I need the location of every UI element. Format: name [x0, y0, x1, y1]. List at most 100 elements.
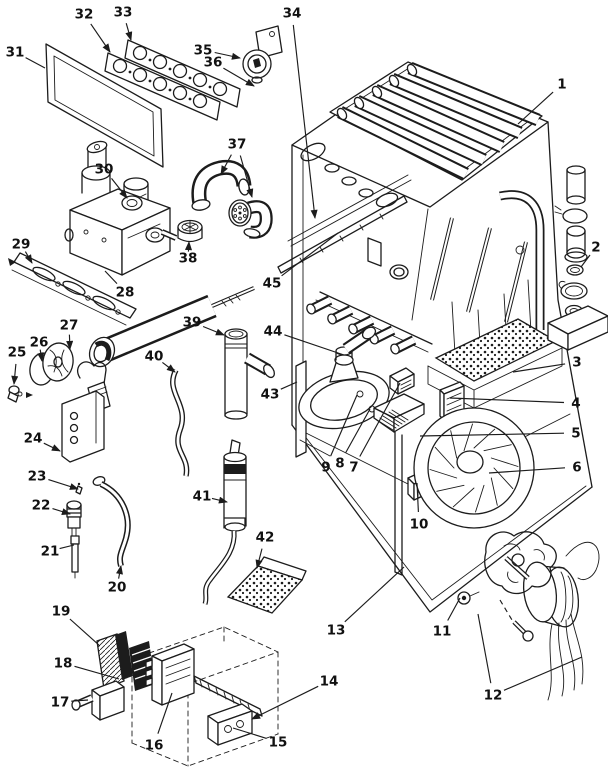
callout-number-22: 22	[32, 498, 51, 514]
callout-number-1: 1	[557, 77, 566, 93]
callout-number-26: 26	[30, 335, 49, 351]
callout-number-28: 28	[116, 285, 135, 301]
callout-number-15: 15	[269, 735, 288, 751]
callout-number-23: 23	[28, 469, 47, 485]
callout-number-7: 7	[349, 460, 358, 476]
leader-line-24	[43, 442, 61, 452]
electrode-21	[70, 535, 80, 579]
leader-line-7	[359, 382, 401, 457]
orifice-25	[7, 385, 33, 403]
leader-line-37	[239, 155, 254, 198]
blower-wheel	[413, 407, 535, 529]
callout-number-38: 38	[179, 251, 198, 267]
callout-6: 6	[488, 460, 582, 476]
callout-number-20: 20	[108, 580, 127, 596]
leader-line-38	[184, 240, 193, 252]
callout-45: 45	[263, 232, 339, 292]
callout-number-13: 13	[327, 623, 346, 639]
callout-number-11: 11	[433, 624, 452, 640]
callout-37: 37	[220, 137, 254, 198]
callout-9: 9	[321, 394, 358, 476]
callout-8: 8	[335, 408, 371, 472]
inducer-assembly	[295, 326, 390, 458]
leader-line-22	[52, 508, 71, 515]
leader-line-13	[344, 566, 405, 623]
leader-line-20	[116, 565, 123, 579]
furnace-cabinet	[291, 63, 593, 613]
leader-line-45	[281, 232, 339, 277]
callout-42: 42	[255, 530, 275, 569]
callout-number-21: 21	[41, 544, 60, 560]
callout-14: 14	[251, 674, 338, 720]
leader-line-29	[24, 251, 33, 264]
callout-number-19: 19	[52, 604, 71, 620]
callout-number-41: 41	[193, 489, 212, 505]
callout-34: 34	[283, 6, 318, 219]
inducer-motor-35	[242, 25, 283, 84]
callout-15: 15	[232, 727, 288, 751]
callout-number-12: 12	[484, 688, 503, 704]
leader-line-37	[220, 154, 232, 175]
burner-rack	[306, 291, 433, 355]
pilot-tube-20	[92, 476, 131, 567]
callout-17: 17	[51, 695, 89, 711]
leader-line-17	[71, 699, 89, 702]
valve-knob-30	[121, 193, 147, 211]
leader-line-12	[477, 613, 492, 684]
leader-line-44	[284, 334, 345, 356]
leader-line-34	[292, 24, 318, 219]
leader-line-32	[90, 23, 111, 53]
callout-number-10: 10	[410, 517, 429, 533]
leader-line-25	[11, 363, 19, 386]
callout-number-43: 43	[261, 387, 280, 403]
callout-number-2: 2	[591, 240, 600, 256]
terminal-rail-14	[193, 675, 263, 717]
callout-number-9: 9	[321, 460, 330, 476]
callout-1: 1	[517, 77, 567, 125]
leader-line-15	[232, 727, 267, 739]
relay-16	[145, 643, 195, 706]
callout-44: 44	[264, 324, 345, 356]
callout-24: 24	[24, 431, 61, 452]
callout-22: 22	[32, 498, 71, 515]
leader-line-4	[449, 397, 565, 404]
burner-tube	[88, 286, 255, 368]
callout-number-44: 44	[264, 324, 283, 340]
callout-number-16: 16	[145, 738, 164, 754]
callout-19: 19	[52, 604, 101, 647]
leader-line-35	[214, 51, 241, 60]
leader-line-19	[69, 618, 101, 647]
callout-number-42: 42	[256, 530, 275, 546]
vent-elbows	[191, 159, 273, 239]
gas-valve	[64, 140, 178, 276]
leader-line-33	[125, 23, 133, 41]
vent-cap-38	[177, 219, 203, 243]
leader-line-10	[416, 482, 419, 513]
callout-number-34: 34	[283, 6, 302, 22]
callout-5: 5	[419, 426, 581, 442]
leader-line-26	[37, 349, 45, 362]
leader-line-23	[48, 479, 79, 490]
callout-11: 11	[433, 597, 461, 640]
callout-27: 27	[60, 318, 78, 351]
callout-number-32: 32	[75, 7, 94, 23]
callout-number-3: 3	[572, 355, 581, 371]
plug-connector-15	[207, 703, 253, 746]
leader-line-18	[74, 665, 120, 680]
vent-pipe-internal	[430, 190, 545, 363]
leader-line-30	[111, 178, 128, 199]
leader-line-40	[162, 361, 176, 373]
callout-number-33: 33	[114, 5, 133, 21]
callout-number-24: 24	[24, 431, 43, 447]
callout-layer: 1234567891011121314151617181920212223242…	[6, 5, 601, 754]
hot-surface-igniter	[202, 439, 247, 605]
callout-number-29: 29	[12, 237, 31, 253]
callout-number-35: 35	[194, 43, 213, 59]
leader-line-31	[25, 57, 46, 69]
callout-33: 33	[114, 5, 133, 41]
relay-box-7	[389, 367, 415, 395]
callout-number-39: 39	[183, 315, 202, 331]
callout-12: 12	[477, 613, 583, 704]
callout-13: 13	[327, 566, 405, 639]
